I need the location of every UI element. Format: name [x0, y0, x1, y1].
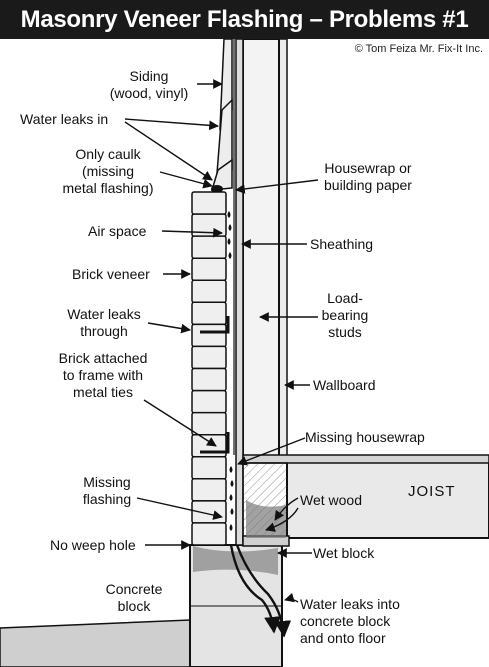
label-brick-veneer: Brick veneer	[72, 266, 150, 283]
label-line: Wet block	[313, 545, 375, 561]
brick-course	[191, 411, 227, 436]
water-drop	[227, 238, 231, 245]
brick-course	[191, 235, 227, 259]
label-line: Only caulk	[75, 146, 141, 162]
brick-course	[191, 345, 227, 370]
brick-course	[191, 191, 227, 215]
label-line: Brick veneer	[72, 266, 150, 282]
caulk-bead	[211, 185, 223, 193]
label-siding: Siding(wood, vinyl)	[102, 68, 196, 102]
label-line: metal ties	[73, 384, 133, 400]
label-line: bearing	[321, 307, 369, 323]
label-wallboard: Wallboard	[313, 377, 376, 394]
brick-course	[191, 367, 227, 392]
label-line: metal flashing)	[62, 180, 154, 196]
label-line: Air space	[88, 223, 147, 239]
brick-course	[191, 323, 227, 348]
label-line: concrete block	[300, 613, 391, 629]
siding-boards	[210, 38, 233, 191]
brick-course	[191, 389, 227, 414]
joist	[286, 459, 489, 539]
brick-course	[191, 279, 227, 304]
label-line: Water leaks	[67, 306, 141, 322]
brick-course	[191, 301, 227, 326]
label-line: Siding	[129, 68, 169, 84]
wet-wood-patch	[246, 500, 286, 538]
subfloor	[242, 454, 489, 464]
water-drop	[228, 252, 232, 259]
label-line: No weep hole	[50, 537, 136, 553]
label-line: Missing	[83, 474, 131, 490]
brick-veneer	[191, 191, 227, 546]
label-line: building paper	[324, 177, 412, 193]
water-drop	[227, 211, 231, 218]
label-line: Sheathing	[310, 236, 374, 252]
water-drop	[229, 466, 233, 473]
label-line: Wallboard	[313, 377, 376, 393]
label-sheathing: Sheathing	[310, 236, 373, 253]
label-wet-block: Wet block	[313, 545, 374, 562]
label-line: flashing	[82, 491, 132, 507]
stud	[242, 38, 280, 460]
ground-slab	[0, 619, 191, 667]
label-line: Brick attached	[58, 350, 148, 366]
label-line: studs	[328, 324, 362, 340]
label-line: through	[80, 323, 128, 339]
water-drop	[230, 508, 234, 515]
label-line: Water leaks in	[20, 111, 109, 127]
label-line: Load-	[327, 290, 363, 306]
label-line: to frame with	[62, 367, 144, 383]
wallboard	[278, 38, 288, 460]
label-line: Missing housewrap	[305, 429, 425, 445]
label-line: Wet wood	[300, 492, 362, 508]
label-line: and onto floor	[300, 630, 386, 646]
label-line: Water leaks into	[300, 596, 400, 612]
label-line: Concrete	[105, 581, 163, 597]
sheathing	[235, 38, 244, 546]
brick-course	[191, 522, 227, 546]
label-line: Housewrap or	[324, 160, 412, 176]
label-joist: JOIST	[408, 483, 456, 500]
label-air-space: Air space	[88, 223, 146, 240]
brick-course	[191, 257, 227, 282]
water-drop	[229, 494, 233, 501]
leader-lines	[124, 79, 319, 603]
label-line: block	[117, 598, 151, 614]
label-wet-wood: Wet wood	[300, 492, 362, 509]
title-bar: Masonry Veneer Flashing – Problems #1	[0, 0, 489, 39]
label-line: (wood, vinyl)	[109, 85, 189, 101]
water-flow	[229, 544, 292, 638]
water-drop	[228, 224, 232, 231]
brick-course	[191, 456, 227, 480]
label-missing-housewrap: Missing housewrap	[305, 429, 425, 446]
brick-course	[191, 478, 227, 502]
water-drops	[227, 211, 234, 531]
label-line: JOIST	[408, 483, 456, 500]
water-drop	[229, 524, 233, 531]
copyright-text: © Tom Feiza Mr. Fix-It Inc.	[354, 43, 483, 55]
metal-ties	[200, 316, 230, 454]
page-title: Masonry Veneer Flashing – Problems #1	[20, 6, 469, 33]
label-water-leaks-in: Water leaks in	[20, 111, 108, 128]
label-no-weep-hole: No weep hole	[50, 537, 136, 554]
label-line: (missing	[81, 163, 135, 179]
water-drop	[230, 480, 234, 487]
